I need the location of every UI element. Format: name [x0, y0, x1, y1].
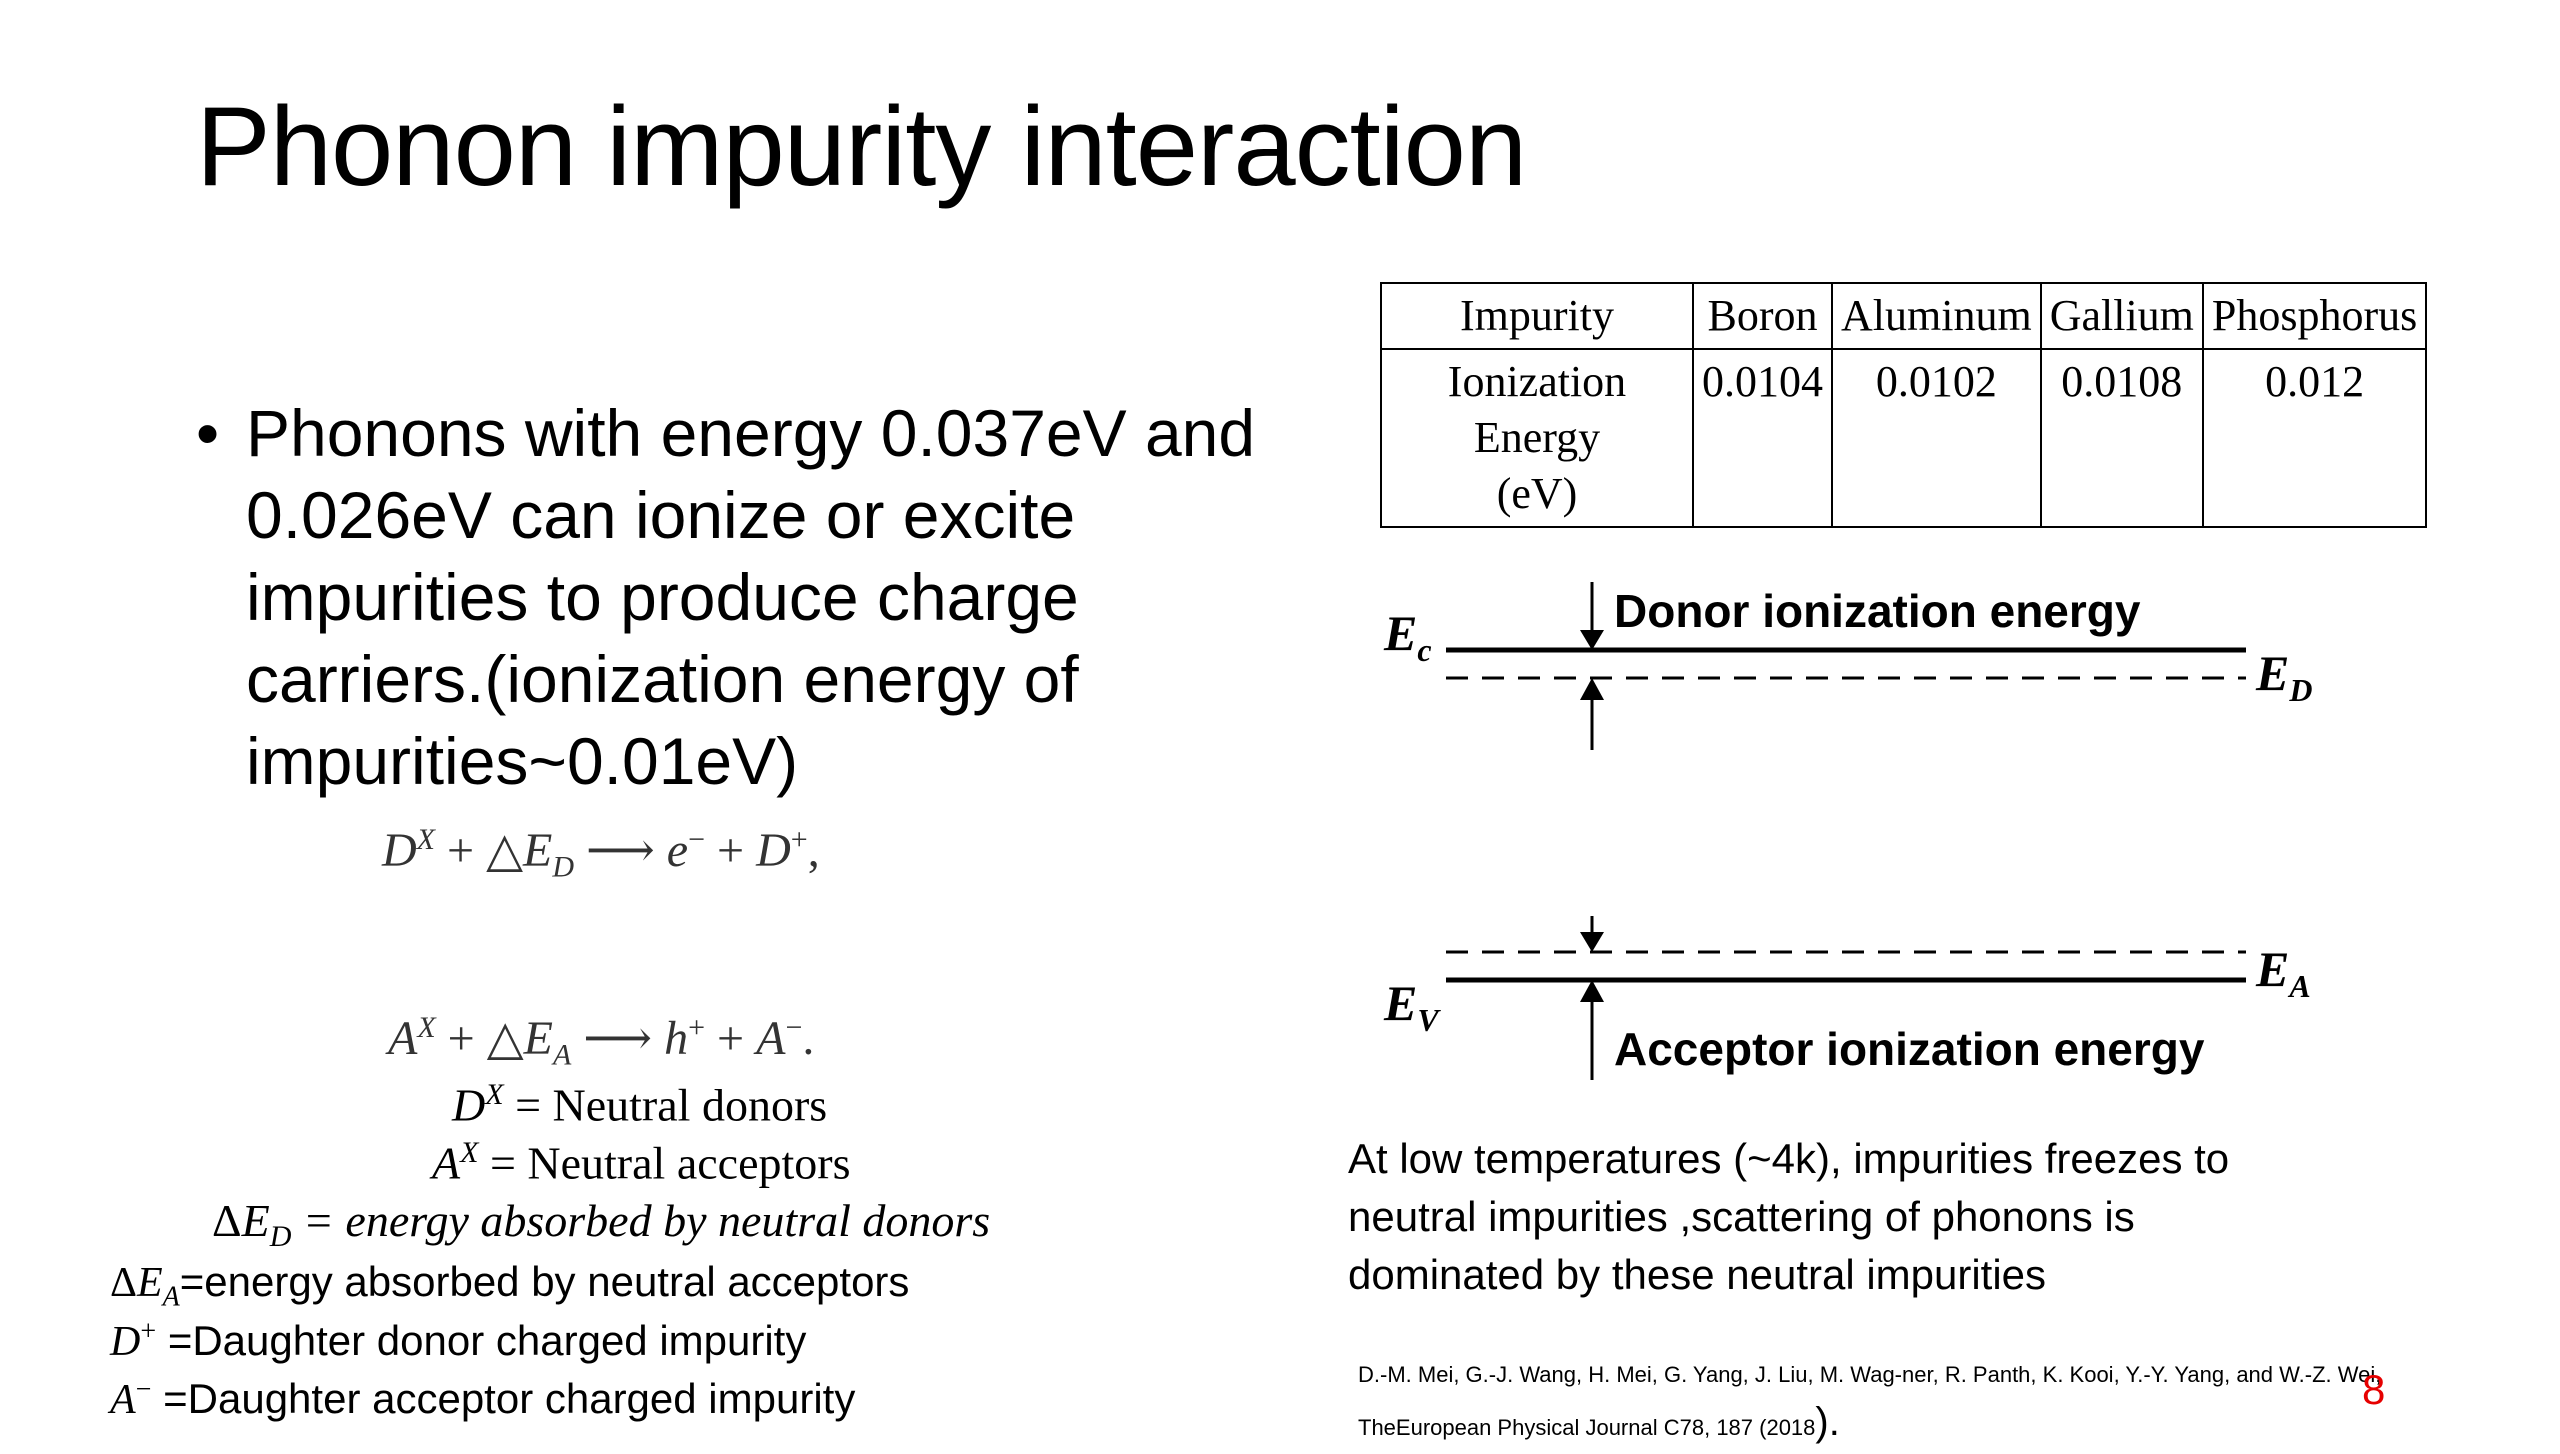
- ec-label: Ec: [1384, 605, 1432, 668]
- donor-ionization-label: Donor ionization energy: [1614, 585, 2141, 637]
- definition-delta-ea: ΔEA=energy absorbed by neutral acceptors: [110, 1258, 910, 1313]
- energy-band-diagram: [1446, 582, 2246, 1080]
- table-header-cell: Phosphorus: [2201, 282, 2428, 350]
- reference-line-1: D.-M. Mei, G.-J. Wang, H. Mei, G. Yang, …: [1358, 1362, 2382, 1387]
- equation-donor: DX + △ED ⟶ e− + D+,: [382, 823, 820, 884]
- table-row: Ionization Energy(eV) 0.0104 0.0102 0.01…: [1380, 348, 2428, 528]
- low-temperature-note: At low temperatures (~4k), impurities fr…: [1348, 1135, 2230, 1298]
- table-cell: 0.0104: [1692, 348, 1833, 528]
- bullet-symbol: •: [196, 396, 220, 470]
- definition-ax: AX = Neutral acceptors: [432, 1136, 851, 1189]
- table-cell: 0.0102: [1831, 348, 2042, 528]
- equation-acceptor: AX + △EA ⟶ h+ + A−.: [388, 1011, 815, 1072]
- slide-title: Phonon impurity interaction: [196, 84, 1527, 209]
- donor-arrowhead-down: [1580, 630, 1604, 650]
- reference-citation: D.-M. Mei, G.-J. Wang, H. Mei, G. Yang, …: [1358, 1360, 2518, 1454]
- table-header-row: Impurity Boron Aluminum Gallium Phosphor…: [1380, 282, 2428, 350]
- table-header-cell: Boron: [1692, 282, 1833, 350]
- acceptor-arrowhead-down: [1580, 932, 1604, 952]
- definition-a-minus: A− =Daughter acceptor charged impurity: [110, 1374, 856, 1423]
- table-header-cell: Gallium: [2039, 282, 2204, 350]
- slide-number: 8: [2362, 1366, 2386, 1413]
- ionization-energy-table: Impurity Boron Aluminum Gallium Phosphor…: [1380, 282, 2428, 528]
- ev-label: EV: [1384, 975, 1439, 1038]
- table-row-label: Ionization Energy(eV): [1380, 348, 1694, 528]
- table-cell: 0.012: [2201, 348, 2428, 528]
- definition-dx: DX = Neutral donors: [452, 1078, 828, 1131]
- definition-delta-ed: ΔED = energy absorbed by neutral donors: [212, 1195, 991, 1254]
- acceptor-arrowhead-up: [1580, 980, 1604, 1002]
- table-cell: 0.0108: [2039, 348, 2204, 528]
- donor-arrowhead-up: [1580, 678, 1604, 700]
- acceptor-ionization-label: Acceptor ionization energy: [1614, 1023, 2205, 1075]
- ed-label: ED: [2256, 645, 2313, 708]
- definition-d-plus: D+ =Daughter donor charged impurity: [110, 1316, 807, 1365]
- reference-line-2: TheEuropean Physical Journal C78, 187 (2…: [1358, 1400, 1840, 1444]
- bullet-text: Phonons with energy 0.037eV and 0.026eV …: [246, 396, 1256, 798]
- table-header-cell: Impurity: [1380, 282, 1694, 350]
- table-header-cell: Aluminum: [1831, 282, 2042, 350]
- ea-label: EA: [2256, 941, 2311, 1004]
